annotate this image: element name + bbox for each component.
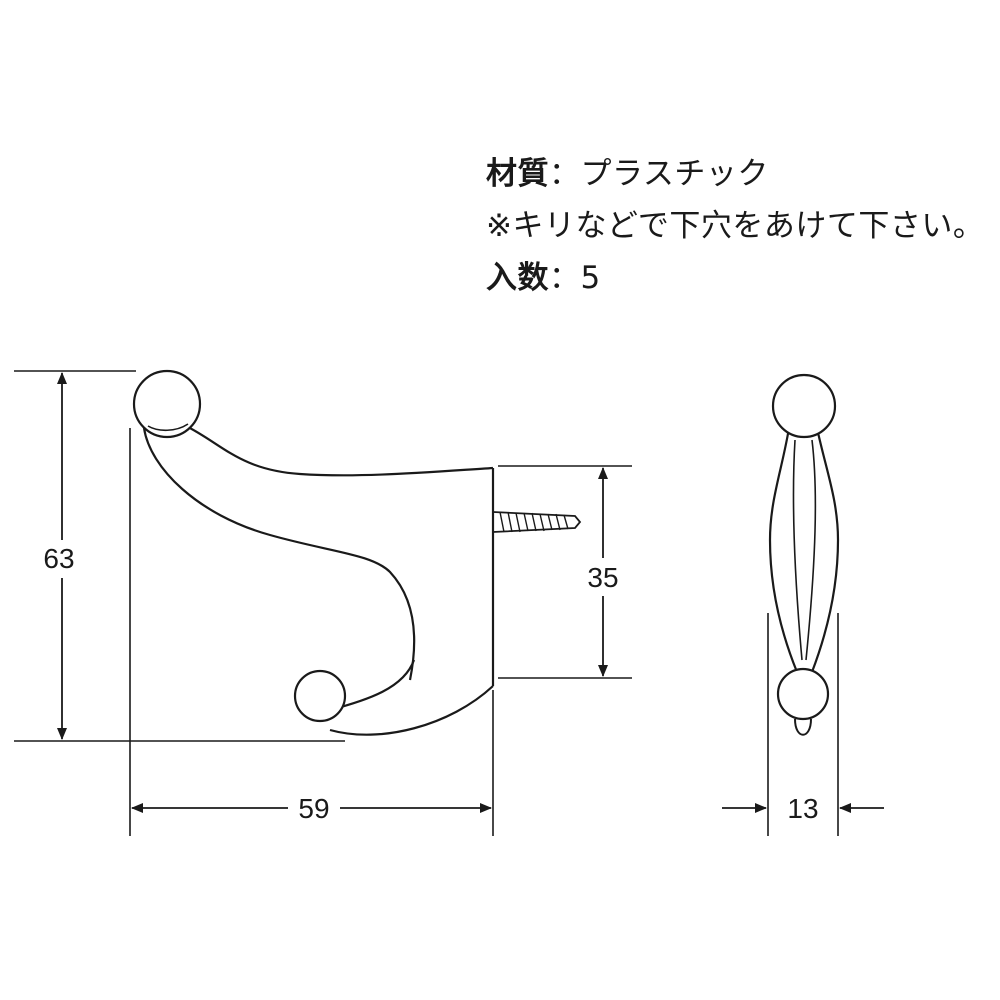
mount-height-label: 35 [587,562,618,593]
material-label: 材質 [486,156,549,192]
side-body-left [768,427,799,673]
lower-ball-tip [293,669,347,723]
hook-outer-curve [142,427,416,681]
screw-threads [499,511,569,533]
quantity-value: 5 [580,260,601,296]
quantity-spec: 入数：5 [486,263,601,294]
hook-side-view [768,373,840,736]
hook-bottom-edge [329,685,494,736]
side-screw-tip [794,718,812,736]
side-lower-ball [776,667,830,721]
side-top-ball [771,373,837,439]
width-dimension-label: 59 [298,793,329,824]
depth-dimension: 13 [722,613,884,836]
height-dimension: 63 [14,370,345,742]
width-dimension: 59 [129,428,494,836]
depth-dimension-label: 13 [787,793,818,824]
quantity-label: 入数 [486,260,549,296]
side-body-inner-left [792,439,803,661]
upper-arm-top-edge [185,425,494,477]
top-ball-shade [147,423,189,432]
quantity-separator: ： [549,260,581,296]
top-ball-tip [132,369,202,439]
height-dimension-label: 63 [43,543,74,574]
screw-shank [492,511,582,533]
side-body-right [810,427,840,673]
material-value: プラスチック [580,156,769,192]
pilot-hole-note: ※キリなどで下穴をあけて下さい。 [486,208,985,244]
mounting-screw [492,511,582,533]
material-separator: ： [549,156,581,192]
material-spec: 材質：プラスチック [486,159,769,190]
hook-front-view [132,369,582,736]
mount-height-dimension: 35 [498,465,632,679]
side-body-inner-right [805,439,817,661]
